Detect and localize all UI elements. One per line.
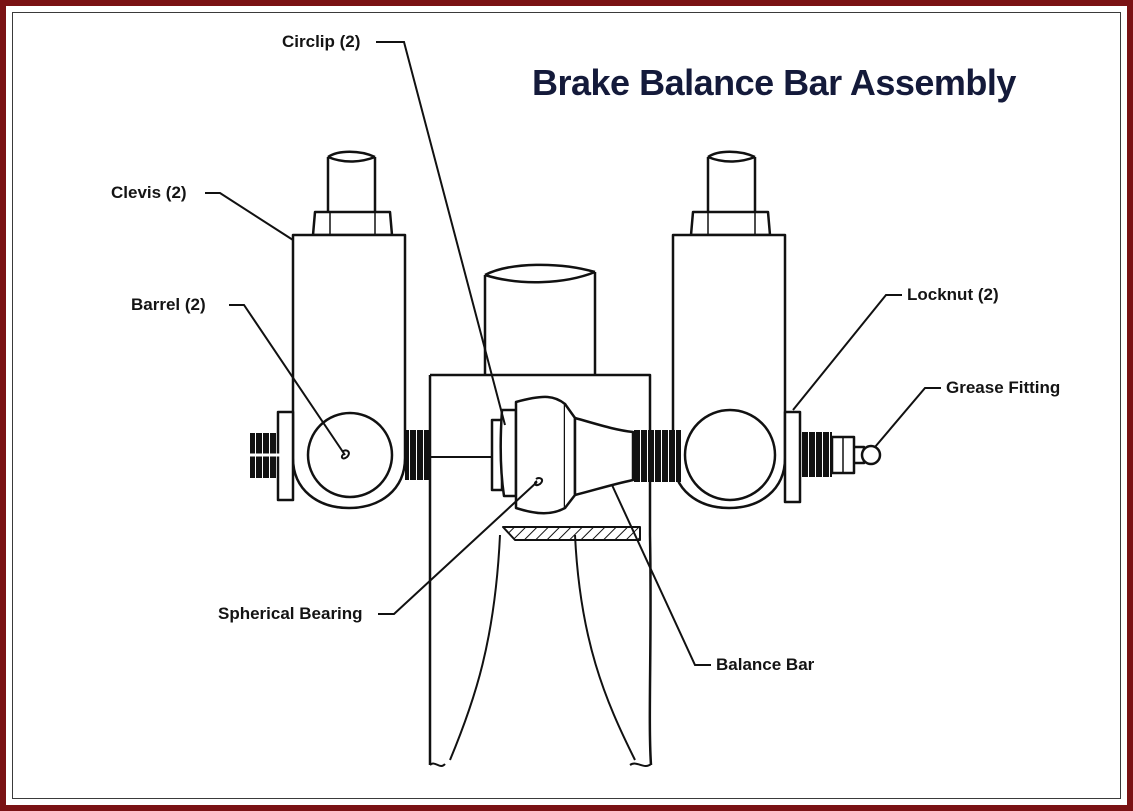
leader-barrel [229, 304, 346, 456]
label-balance-bar: Balance Bar [716, 655, 815, 674]
leader-clevis [205, 192, 294, 241]
left-inner-thread [405, 430, 430, 480]
leader-balance [611, 484, 711, 666]
label-barrel: Barrel (2) [131, 295, 206, 314]
grease-fitting [830, 435, 882, 475]
leader-locknut [792, 294, 902, 411]
leader-grease [874, 387, 941, 448]
leader-circlip [376, 41, 506, 426]
leader-spherical [378, 481, 538, 615]
right-clevis [671, 150, 787, 510]
spherical-bearing [490, 395, 635, 515]
leader-lines [205, 41, 941, 666]
left-clevis [291, 150, 407, 510]
right-outer-thread [800, 432, 832, 477]
diagram-title: Brake Balance Bar Assembly [532, 62, 1016, 103]
left-locknut [250, 410, 295, 502]
pedal-shaft [483, 263, 597, 375]
label-circlip: Circlip (2) [282, 32, 361, 51]
barrel-pin [340, 449, 350, 460]
right-locknut [783, 410, 802, 504]
label-clevis: Clevis (2) [111, 183, 187, 202]
label-spherical-bearing: Spherical Bearing [218, 604, 363, 623]
label-locknut: Locknut (2) [907, 285, 999, 304]
label-grease-fitting: Grease Fitting [946, 378, 1061, 397]
right-inner-thread [633, 430, 681, 482]
bearing-hatch [502, 526, 641, 541]
inner-border [12, 12, 1121, 799]
